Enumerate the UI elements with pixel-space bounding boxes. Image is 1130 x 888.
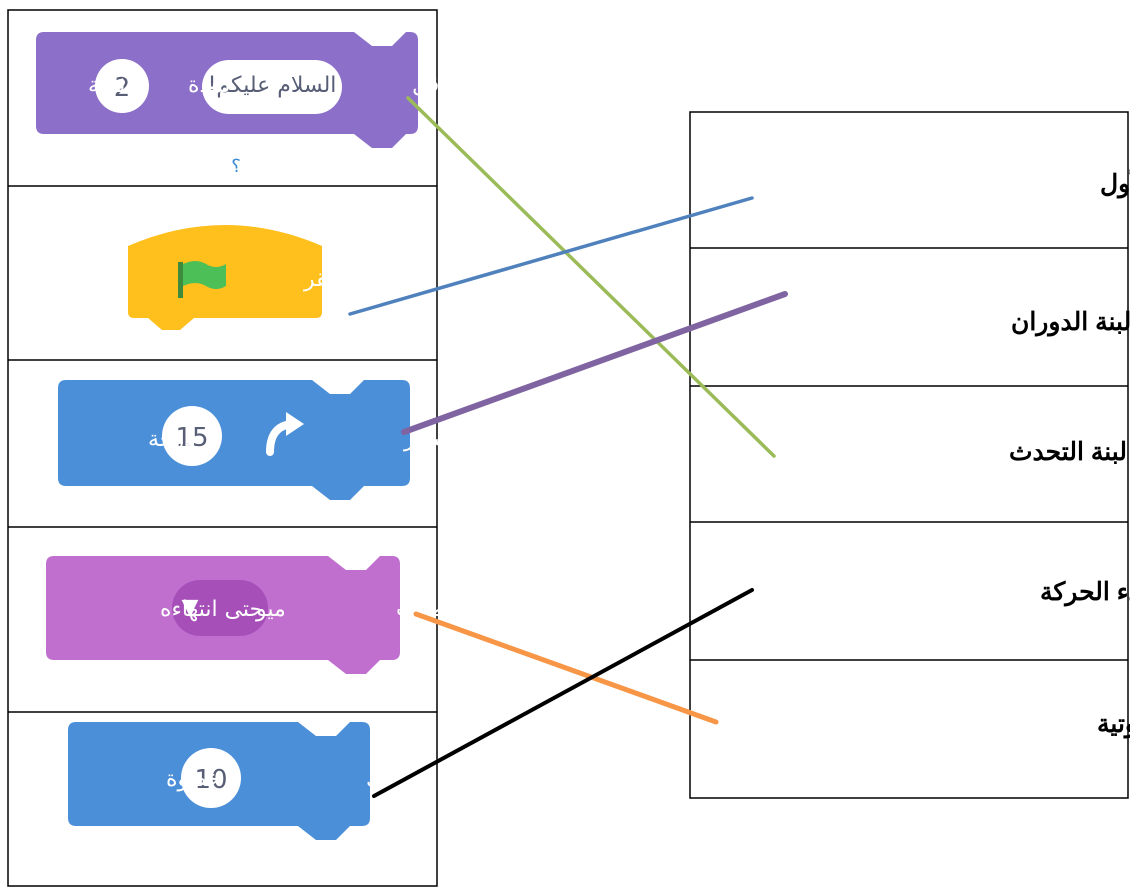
connector-line-purple — [401, 291, 788, 435]
turn-block-shape — [58, 380, 410, 500]
turn-clockwise-icon — [266, 412, 304, 456]
label-turn-block: لبنة الدوران — [1011, 308, 1130, 337]
right-table-border — [689, 111, 1129, 799]
connector-line-orange — [413, 611, 719, 725]
left-table-border — [7, 9, 438, 887]
right-table — [689, 111, 1129, 799]
play-sound-block: شغّل الصوت ميو ▼ حتى انتهاءه — [46, 556, 513, 674]
label-create-first-program: إنشاء برنامجك الأول — [1100, 166, 1130, 199]
turn-block: استدر 15 درجة — [58, 380, 457, 500]
dropdown-arrow-icon: ▼ — [182, 595, 199, 620]
say-block: قل السلام عليكم! لمدة 2 ثانية ؟ — [36, 32, 439, 177]
sound-dropdown[interactable] — [172, 580, 268, 636]
green-flag-icon — [178, 261, 226, 298]
move-steps-value: 10 — [194, 765, 227, 795]
say-for-label: لمدة — [188, 73, 231, 98]
label-start-motion-block: لبنة بدء الحركة — [1040, 578, 1130, 607]
left-table — [7, 9, 438, 887]
connector-line-blue — [348, 196, 754, 316]
move-steps-label: خطوة — [166, 767, 221, 792]
say-word-label: قل — [412, 73, 439, 98]
sound-play-label: شغّل الصوت — [396, 597, 513, 622]
flag-block-label: عند نقر — [303, 267, 372, 292]
sound-dropdown-value: ميو — [255, 597, 286, 622]
turn-degrees-value: 15 — [175, 423, 208, 453]
when-flag-clicked-block: عند نقر — [128, 225, 372, 330]
sound-until-label: حتى انتهاءه — [160, 597, 263, 622]
label-sound-effects-block: لبنة المؤثرات الصوتية — [1097, 710, 1130, 739]
say-text-value: السلام عليكم! — [208, 73, 337, 98]
turn-degrees-bubble — [162, 406, 222, 466]
label-say-block: لبنة التحدث — [1009, 438, 1127, 466]
say-text-bubble — [202, 60, 342, 114]
move-block: تحرك 10 خطوة — [68, 722, 417, 840]
connector-line-green — [406, 96, 776, 458]
turn-degrees-label: درجة — [148, 427, 194, 452]
say-seconds-value: 2 — [114, 73, 131, 103]
move-steps-bubble — [181, 748, 241, 808]
say-below-mark: ؟ — [231, 156, 241, 177]
say-seconds-label: ثانية — [88, 73, 125, 98]
connector-line-black — [372, 588, 754, 798]
say-seconds-bubble — [95, 59, 149, 113]
